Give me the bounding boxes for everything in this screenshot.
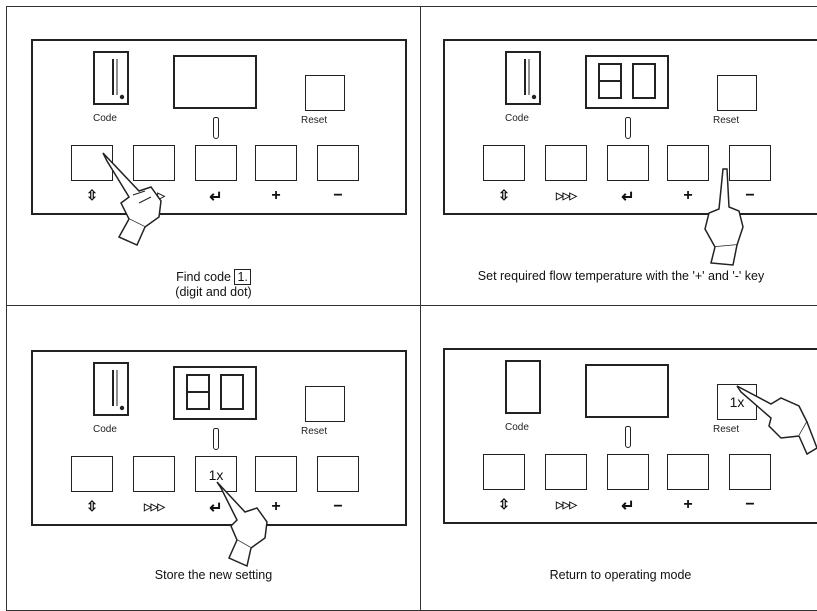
- hand-pointer-icon: [213, 478, 283, 568]
- thermometer-icon: [213, 428, 219, 450]
- scroll-key-icon: ▷▷▷: [545, 500, 587, 511]
- minus-key[interactable]: [317, 456, 359, 492]
- step-set-temperature: Code Reset ⇳ ▷▷▷ ↵ + − Set required flow…: [420, 6, 817, 306]
- value-display: [173, 366, 257, 420]
- code-label: Code: [93, 113, 117, 124]
- scroll-key-icon: ▷▷▷: [545, 191, 587, 202]
- reset-label: Reset: [713, 115, 739, 126]
- step-find-code: Code Reset ⇳ ▷▷▷ ↵ + − Find code 1. (dig…: [6, 6, 421, 306]
- plus-key-icon: +: [255, 187, 297, 205]
- plus-key[interactable]: [255, 145, 297, 181]
- code-display: [505, 51, 541, 105]
- scroll-key[interactable]: [133, 456, 175, 492]
- enter-key-icon: ↵: [607, 187, 649, 207]
- step-caption: Set required flow temperature with the '…: [420, 269, 817, 283]
- reset-button[interactable]: [717, 75, 757, 111]
- plus-key[interactable]: [667, 454, 709, 490]
- hand-pointer-icon: [735, 378, 817, 462]
- value-display: [585, 55, 669, 109]
- scroll-key[interactable]: [545, 454, 587, 490]
- enter-key-icon: ↵: [607, 496, 649, 516]
- thermometer-icon: [625, 426, 631, 448]
- code-display: [93, 51, 129, 105]
- reset-label: Reset: [301, 426, 327, 437]
- seven-segment-digit-icon: [175, 368, 255, 418]
- select-key[interactable]: [71, 456, 113, 492]
- scroll-key[interactable]: [545, 145, 587, 181]
- scroll-key-icon: ▷▷▷: [133, 502, 175, 513]
- code-label: Code: [505, 422, 529, 433]
- minus-key-icon: −: [729, 496, 771, 514]
- minus-key-icon: −: [317, 187, 359, 205]
- control-panel: Code Reset ⇳ ▷▷▷ ↵ + −: [443, 39, 817, 215]
- reset-button[interactable]: [305, 75, 345, 111]
- digit-one-dot-icon: [95, 364, 127, 414]
- enter-key[interactable]: [607, 454, 649, 490]
- step-return-operating: 1x Code Reset ⇳ ▷▷▷ ↵ + − Return to oper…: [420, 305, 817, 611]
- code-display: [93, 362, 129, 416]
- thermometer-icon: [625, 117, 631, 139]
- caption-line2: (digit and dot): [175, 285, 251, 299]
- step-caption: Return to operating mode: [421, 568, 817, 582]
- digit-one-dot-icon: [507, 53, 539, 103]
- select-key-icon: ⇳: [483, 187, 525, 204]
- caption-code-box: 1.: [234, 269, 250, 285]
- value-display: [585, 364, 669, 418]
- hand-pointer-icon: [693, 167, 753, 267]
- caption-text: Find code: [176, 270, 231, 284]
- minus-key-icon: −: [317, 498, 359, 516]
- step-caption: Find code 1. (digit and dot): [7, 269, 420, 299]
- select-key[interactable]: [483, 454, 525, 490]
- plus-key-icon: +: [667, 496, 709, 514]
- step-caption: Store the new setting: [7, 568, 420, 582]
- reset-label: Reset: [301, 115, 327, 126]
- code-label: Code: [505, 113, 529, 124]
- enter-key[interactable]: [607, 145, 649, 181]
- select-key[interactable]: [483, 145, 525, 181]
- hand-pointer-icon: [99, 147, 179, 247]
- select-key-icon: ⇳: [71, 498, 113, 515]
- enter-key[interactable]: [195, 145, 237, 181]
- seven-segment-digit-icon: [587, 57, 667, 107]
- instruction-grid: Code Reset ⇳ ▷▷▷ ↵ + − Find code 1. (dig…: [6, 6, 817, 611]
- digit-one-dot-icon: [95, 53, 127, 103]
- code-label: Code: [93, 424, 117, 435]
- control-panel: Code Reset ⇳ ▷▷▷ ↵ + −: [31, 39, 407, 215]
- value-display: [173, 55, 257, 109]
- reset-button[interactable]: [305, 386, 345, 422]
- thermometer-icon: [213, 117, 219, 139]
- enter-key-icon: ↵: [195, 187, 237, 207]
- step-store-setting: Code Reset 1x ⇳ ▷▷▷ ↵ + − Store the new …: [6, 305, 421, 611]
- minus-key[interactable]: [317, 145, 359, 181]
- select-key-icon: ⇳: [483, 496, 525, 513]
- code-display: [505, 360, 541, 414]
